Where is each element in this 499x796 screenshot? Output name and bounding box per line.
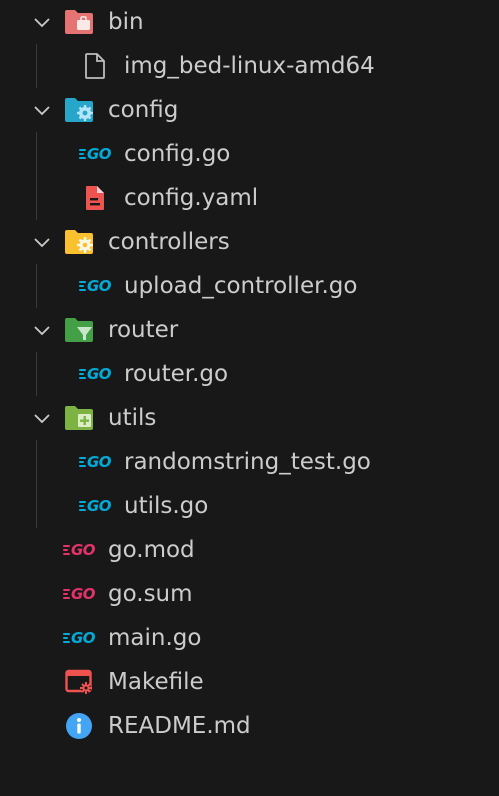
tree-file-go-sum[interactable]: GO go.sum [0, 572, 499, 616]
tree-file-go-mod[interactable]: GO go.mod [0, 528, 499, 572]
folder-utils-icon [64, 404, 94, 432]
tree-label: router.go [124, 361, 229, 387]
tree-folder-router[interactable]: router [0, 308, 499, 352]
tree-label: controllers [108, 229, 230, 255]
indent-guide [36, 264, 37, 308]
tree-label: utils.go [124, 493, 209, 519]
tree-label: go.sum [108, 581, 193, 607]
tree-file-img-bed-linux-amd64[interactable]: img_bed-linux-amd64 [0, 44, 499, 88]
chevron-down-icon[interactable] [32, 100, 52, 120]
tree-folder-utils[interactable]: utils [0, 396, 499, 440]
tree-label: img_bed-linux-amd64 [124, 53, 375, 79]
tree-file-router-go[interactable]: GO router.go [0, 352, 499, 396]
tree-label: main.go [108, 625, 202, 651]
tree-file-utils-go[interactable]: GO utils.go [0, 484, 499, 528]
go-file-icon: GO [78, 140, 112, 168]
tree-label: config [108, 97, 179, 123]
tree-folder-bin[interactable]: bin [0, 0, 499, 44]
tree-file-randomstring-test-go[interactable]: GO randomstring_test.go [0, 440, 499, 484]
tree-file-config-go[interactable]: GO config.go [0, 132, 499, 176]
indent-guide [36, 440, 37, 528]
yaml-file-icon [80, 184, 110, 212]
file-icon [80, 52, 110, 80]
indent-guide [36, 132, 37, 220]
go-file-icon: GO [78, 272, 112, 300]
tree-file-main-go[interactable]: GO main.go [0, 616, 499, 660]
folder-router-icon [64, 316, 94, 344]
tree-label: upload_controller.go [124, 273, 358, 299]
makefile-icon [64, 668, 94, 696]
tree-file-readme-md[interactable]: README.md [0, 704, 499, 748]
indent-guide [36, 44, 37, 88]
tree-folder-config[interactable]: config [0, 88, 499, 132]
folder-controllers-icon [64, 228, 94, 256]
chevron-down-icon[interactable] [32, 320, 52, 340]
folder-config-icon [64, 96, 94, 124]
tree-folder-controllers[interactable]: controllers [0, 220, 499, 264]
tree-label: config.yaml [124, 185, 259, 211]
go-file-icon: GO [62, 624, 96, 652]
tree-label: bin [108, 9, 144, 35]
tree-file-config-yaml[interactable]: config.yaml [0, 176, 499, 220]
folder-bin-icon [64, 8, 94, 36]
indent-guide [36, 352, 37, 396]
tree-label: Makefile [108, 669, 204, 695]
tree-label: go.mod [108, 537, 195, 563]
chevron-down-icon[interactable] [32, 12, 52, 32]
go-mod-icon: GO [62, 580, 96, 608]
tree-label: randomstring_test.go [124, 449, 371, 475]
tree-label: router [108, 317, 179, 343]
chevron-down-icon[interactable] [32, 408, 52, 428]
info-icon [64, 712, 94, 740]
go-file-icon: GO [78, 360, 112, 388]
tree-label: config.go [124, 141, 231, 167]
tree-label: utils [108, 405, 157, 431]
tree-label: README.md [108, 713, 251, 739]
tree-file-upload-controller-go[interactable]: GO upload_controller.go [0, 264, 499, 308]
tree-file-makefile[interactable]: Makefile [0, 660, 499, 704]
go-file-icon: GO [78, 492, 112, 520]
go-file-icon: GO [78, 448, 112, 476]
chevron-down-icon[interactable] [32, 232, 52, 252]
go-mod-icon: GO [62, 536, 96, 564]
